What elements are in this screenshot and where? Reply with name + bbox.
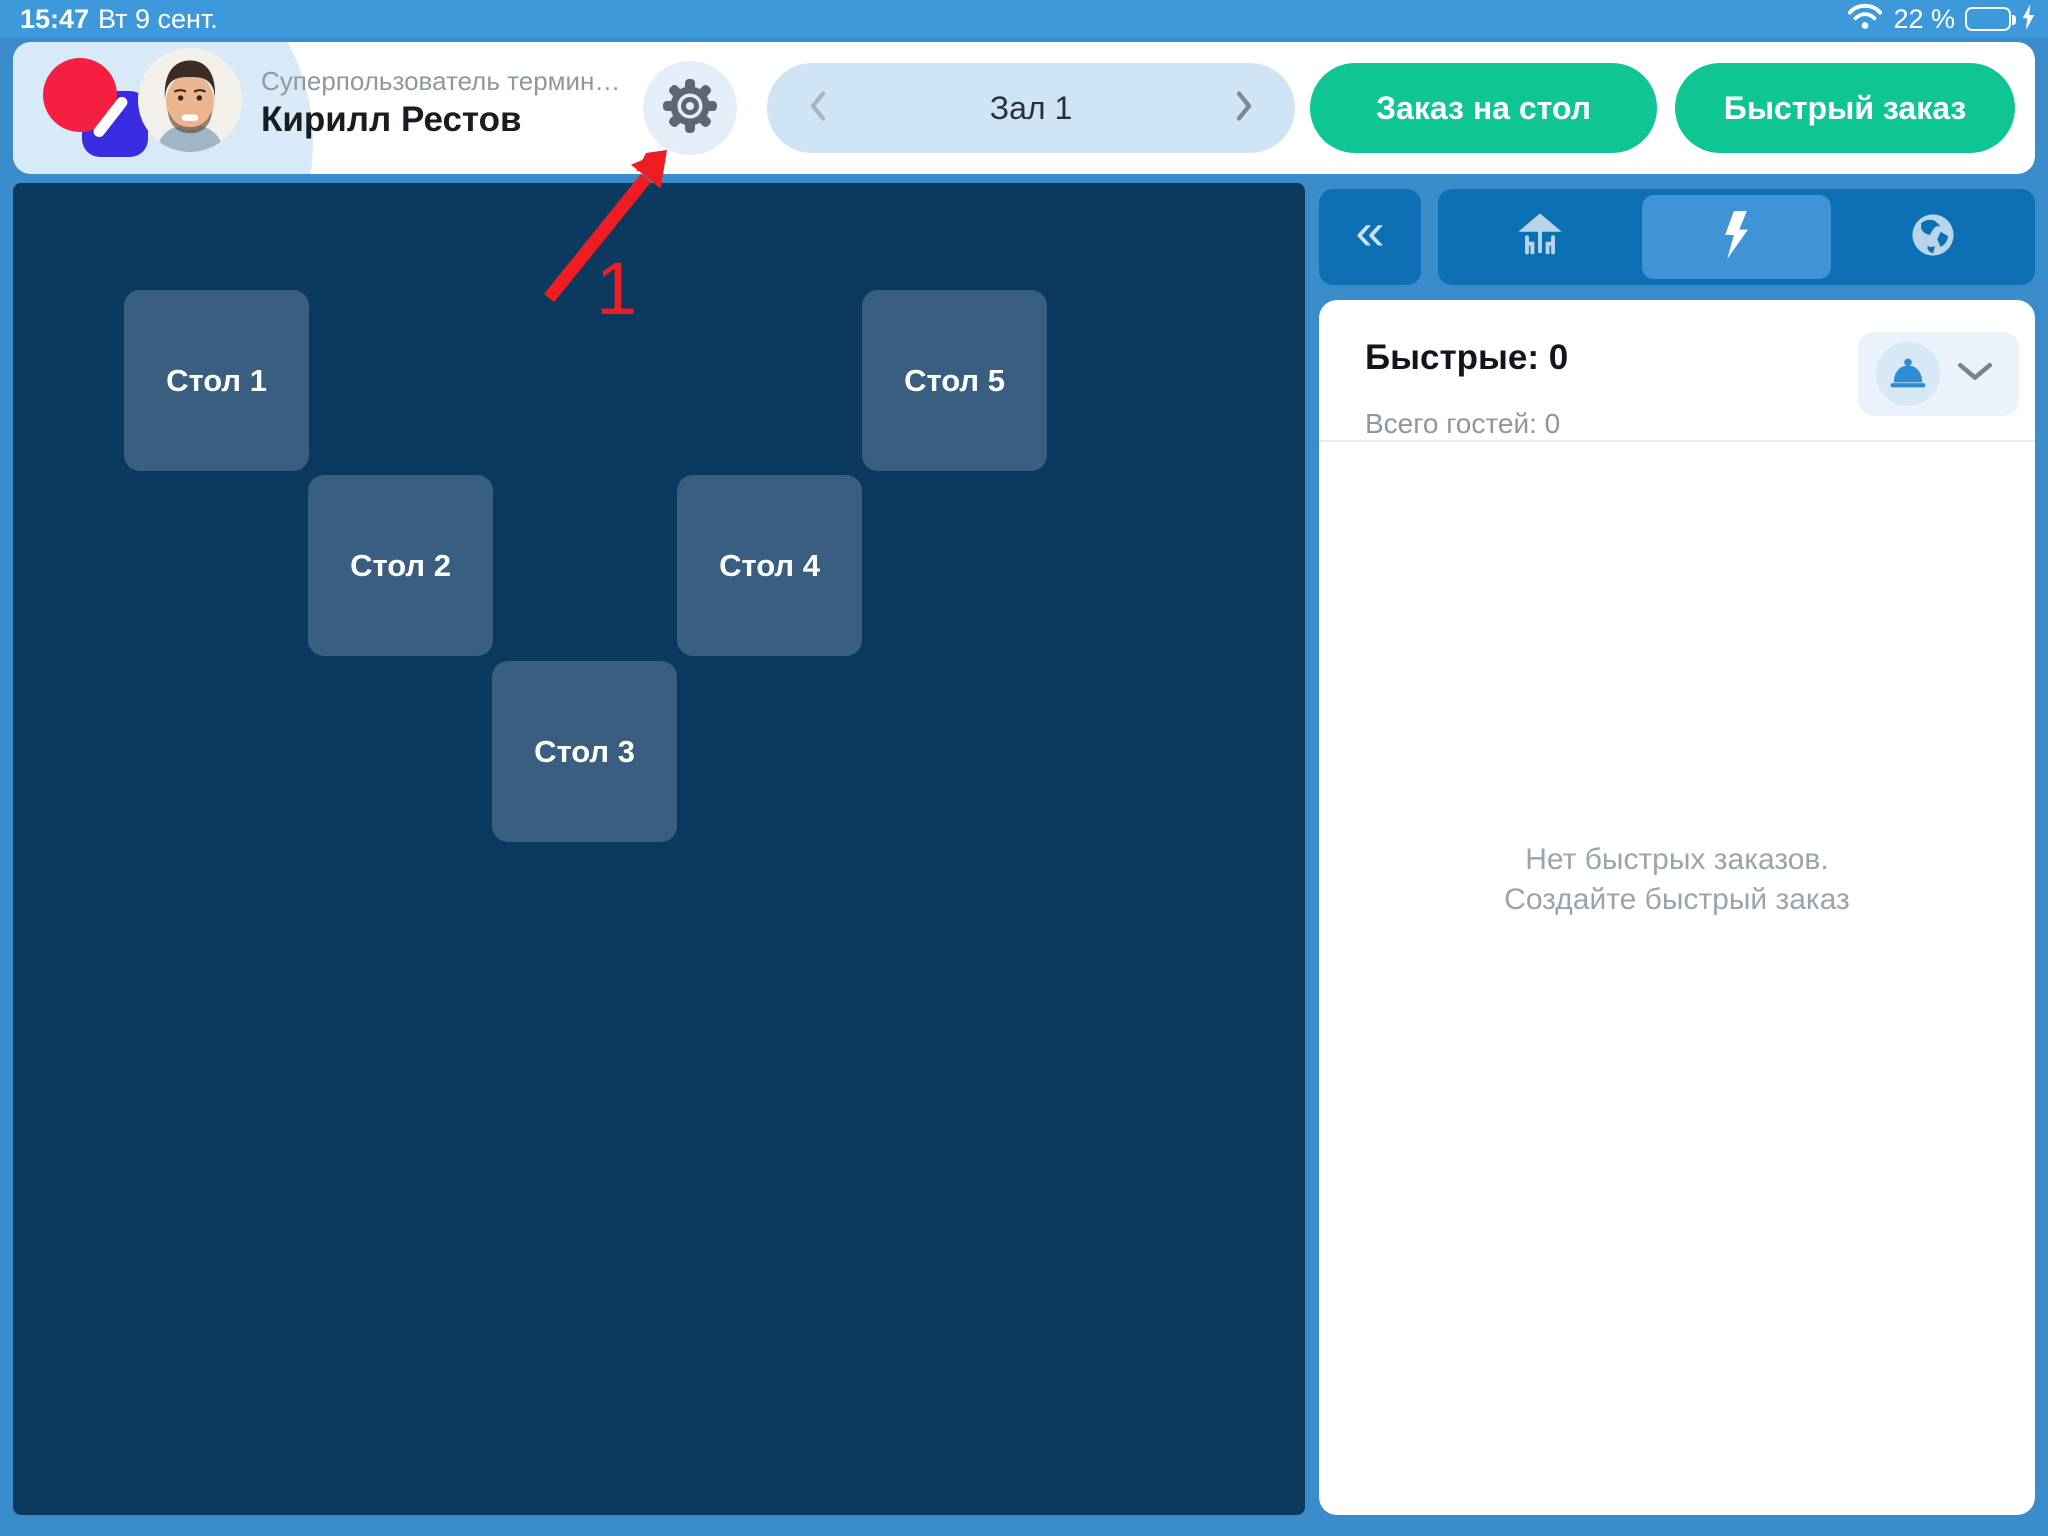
empty-state: Нет быстрых заказов. Создайте быстрый за… (1319, 840, 2035, 920)
empty-state-line1: Нет быстрых заказов. (1525, 843, 1829, 876)
hall-next-button[interactable] (1235, 90, 1253, 126)
status-bar: 15:47 Вт 9 сент. 22 % (0, 0, 2048, 38)
quick-order-button[interactable]: Быстрый заказ (1675, 63, 2015, 153)
hall-prev-button[interactable] (809, 90, 827, 126)
gear-icon (662, 78, 718, 139)
status-date: Вт 9 сент. (98, 4, 218, 34)
table-umbrella-icon (1514, 209, 1566, 266)
settings-button[interactable] (643, 61, 737, 155)
charging-bolt-icon (2021, 3, 2036, 35)
avatar[interactable] (138, 48, 242, 152)
side-panel-tabs (1438, 189, 2035, 285)
table-4[interactable]: Стол 4 (677, 475, 862, 656)
serve-filter-button[interactable] (1858, 332, 2019, 416)
battery-percent: 22 % (1893, 3, 1955, 34)
double-chevron-left-icon: « (1355, 203, 1385, 261)
tab-quick-orders[interactable] (1642, 195, 1831, 279)
quick-orders-title: Быстрые: 0 (1365, 338, 1569, 377)
quick-orders-panel: Быстрые: 0 Всего гостей: 0 Нет быстрых з… (1319, 300, 2035, 1515)
guests-total: Всего гостей: 0 (1365, 408, 1561, 439)
tab-delivery[interactable] (1839, 195, 2027, 279)
empty-state-line2: Создайте быстрый заказ (1504, 883, 1850, 916)
user-role: Суперпользователь термин… (261, 66, 621, 96)
divider (1319, 440, 2035, 442)
order-on-table-button[interactable]: Заказ на стол (1310, 63, 1657, 153)
tab-tables[interactable] (1446, 195, 1634, 279)
lightning-icon (1713, 209, 1759, 266)
cloche-icon (1876, 342, 1940, 406)
user-name[interactable]: Кирилл Рестов (261, 100, 522, 139)
collapse-panel-button[interactable]: « (1319, 189, 1421, 285)
status-time: 15:47 (20, 4, 90, 34)
wifi-icon (1847, 3, 1883, 35)
table-5[interactable]: Стол 5 (862, 290, 1047, 471)
table-3[interactable]: Стол 3 (492, 661, 677, 842)
header: Суперпользователь термин… Кирилл Рестов (13, 42, 2035, 174)
battery-icon (1965, 7, 2016, 31)
app-logo (43, 58, 163, 163)
chevron-down-icon (1958, 362, 1992, 387)
globe-icon (1907, 209, 1959, 266)
hall-selector: Зал 1 (767, 63, 1295, 153)
table-2[interactable]: Стол 2 (308, 475, 493, 656)
hall-label: Зал 1 (989, 89, 1073, 126)
table-1[interactable]: Стол 1 (124, 290, 309, 471)
